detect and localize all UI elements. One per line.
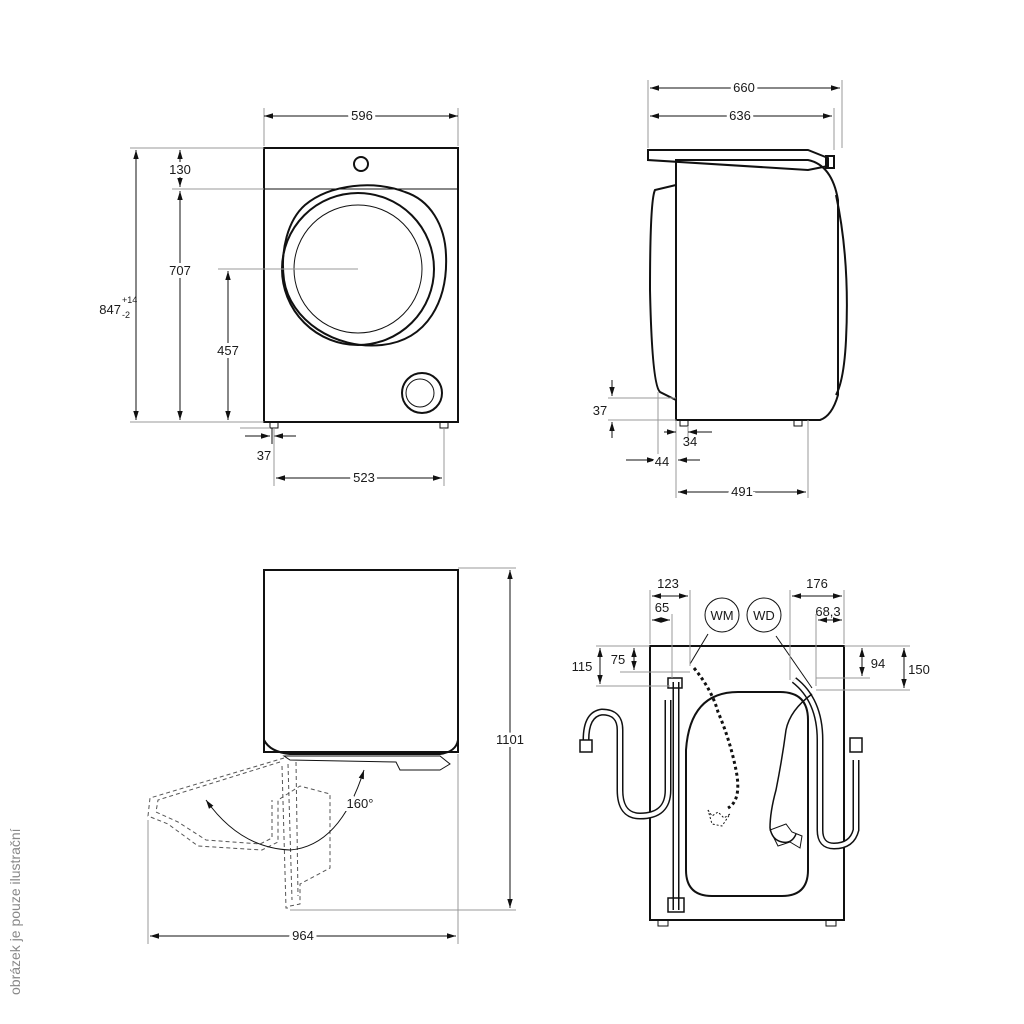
front-foot-spacing-label: 523 [353,470,375,485]
opening-angle-label: 160° [347,796,374,811]
front-width-label: 596 [351,108,373,123]
rear-panel [685,691,809,897]
side-body-depth-label: 636 [729,108,751,123]
wd-cable [769,693,813,844]
wm-connection-dotted [692,667,740,810]
top-front-edge [263,739,459,755]
rear-cabinet [649,645,845,921]
knob-icon [353,156,369,172]
rear-inlet-y-inner-label: 75 [611,652,625,667]
svg-text:847: 847 [99,302,121,317]
inlet-valve [667,677,683,689]
top-hinge [282,755,451,771]
side-front-bulge [648,184,677,401]
front-view: 596 847 +14 -2 130 707 457 37 523 [99,105,459,488]
rear-inlet-x-inner-label: 65 [655,600,669,615]
illustration-note: obrázek je pouze ilustrační [7,828,23,995]
open-door-outline [147,757,331,907]
opening-arc [205,769,365,851]
front-foot-height-label: 37 [257,448,271,463]
rear-foot-left [657,919,669,927]
front-cabinet [263,147,459,423]
side-foot-offset-b-label: 44 [655,454,669,469]
side-knob [825,155,835,169]
inlet-hose-left [582,700,672,820]
drain-connector-icon [849,737,863,753]
side-foot-offset-a-label: 34 [683,434,697,449]
side-door [835,194,848,396]
front-height-tol-minus: -2 [122,310,130,320]
door-opening-view: 160° 1101 964 [147,567,527,946]
rear-view: WM WD 123 65 176 68,3 115 75 94 150 [572,576,930,927]
front-drum-center-label: 457 [217,343,239,358]
side-top-panel [647,149,829,172]
door-total-depth-label: 1101 [496,732,524,747]
rear-inlet-x-label: 123 [657,576,679,591]
side-view: 660 636 37 34 44 491 [593,77,848,502]
rear-foot-right [825,919,837,927]
drain-hose [791,677,860,850]
wm-badge-label: WM [710,608,733,623]
wd-badge [746,597,782,633]
rear-drain-x-inner-label: 68,3 [815,604,840,619]
door-frame [282,184,448,347]
filter-cover-inner [405,378,435,408]
side-foot-rear [793,419,803,427]
filter-cover-outer [401,372,443,414]
spray-icon [707,809,731,827]
side-foot-spacing-label: 491 [731,484,753,499]
front-top-panel-label: 130 [169,162,191,177]
rear-drain-x-label: 176 [806,576,828,591]
front-total-height-label: 847 [99,302,121,317]
inlet-connector-icon [579,739,593,753]
rear-inlet-y-label: 115 [572,659,593,674]
side-foot-height-label: 37 [593,403,607,418]
wm-badge [704,597,740,633]
wd-badge-label: WD [753,608,775,623]
door-width-open-label: 964 [292,928,314,943]
rear-drain-y-label: 150 [908,662,930,677]
front-height-tol-plus: +14 [122,295,137,305]
side-foot-front [679,419,689,427]
side-body [675,159,839,421]
side-total-depth-label: 660 [733,80,755,95]
front-body-height-label: 707 [169,263,191,278]
rear-drain-y-inner-label: 94 [871,656,885,671]
top-cabinet [263,569,459,753]
